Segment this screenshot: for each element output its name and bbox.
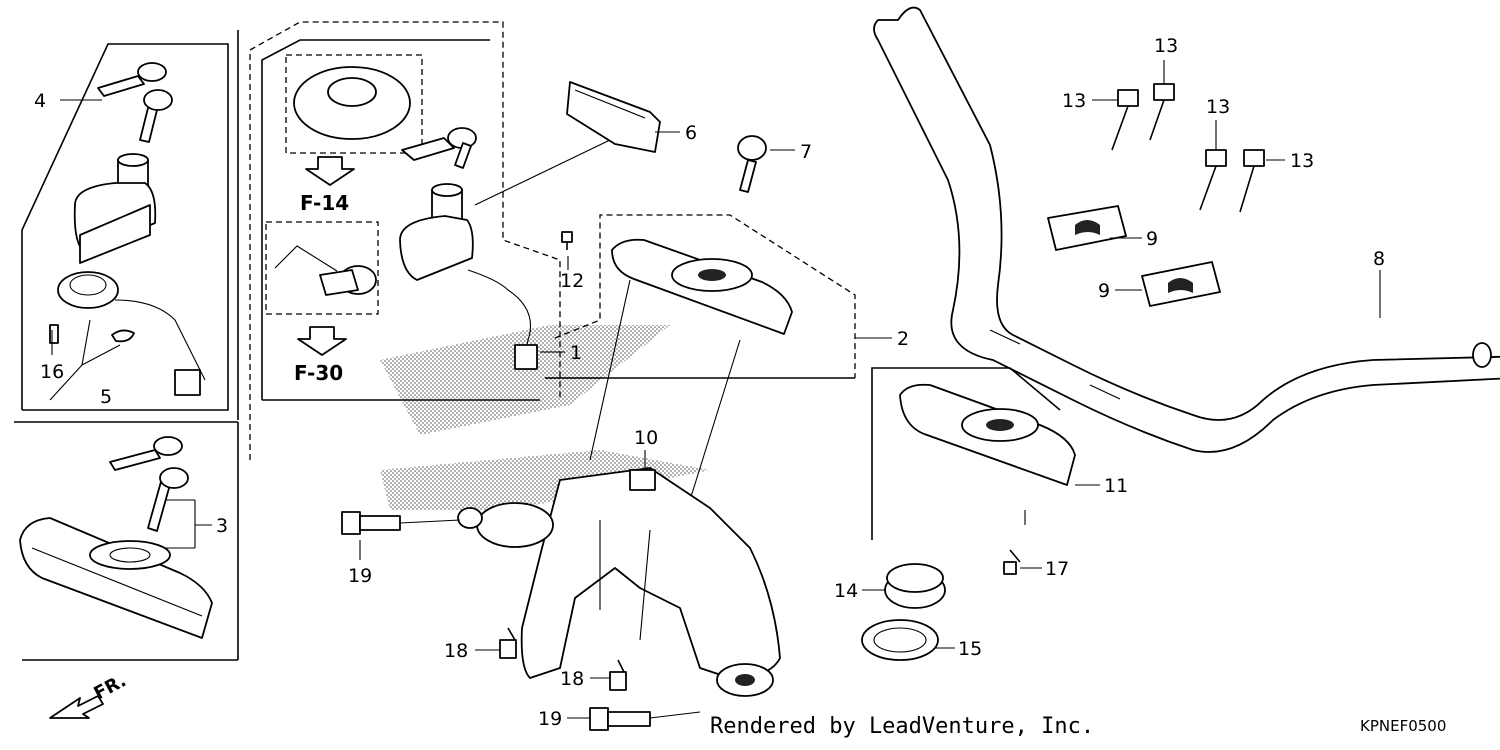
bolt-icon-19a: [341, 511, 401, 535]
arrow-down-icon-f30: [297, 326, 347, 356]
upper-bridge-frame: [545, 214, 856, 379]
callout-3: 3: [216, 515, 228, 537]
callout-18a: 18: [444, 640, 468, 662]
callout-9b: 9: [1098, 280, 1110, 302]
callout-13b: 13: [1154, 35, 1178, 57]
ignition-keys-icon: [97, 62, 173, 143]
callout-17: 17: [1045, 558, 1069, 580]
render-credit: Rendered by LeadVenture, Inc.: [710, 714, 1094, 739]
front-arrow-icon: [49, 695, 104, 719]
dotted-shading: [380, 325, 670, 435]
holder-bolt-icon-2: [1149, 83, 1175, 141]
steering-stem-icon: [457, 467, 781, 697]
callout-2: 2: [897, 328, 909, 350]
handlebar-holder-lower-icon: [1141, 261, 1221, 307]
callout-19a: 19: [348, 565, 372, 587]
key-set-icon: [109, 436, 189, 532]
callout-15: 15: [958, 638, 982, 660]
callout-1: 1: [570, 342, 582, 364]
bolt-icon-19b: [589, 707, 651, 731]
reference-f30: F-30: [294, 361, 343, 385]
holder-bolt-icon-4: [1239, 149, 1265, 213]
callout-13a: 13: [1062, 90, 1086, 112]
callout-6: 6: [685, 122, 697, 144]
screw-icon-17: [1003, 549, 1021, 575]
callout-8: 8: [1373, 248, 1385, 270]
fuel-cap-icon: [293, 66, 411, 140]
reference-f14: F-14: [300, 191, 349, 215]
callout-12: 12: [560, 270, 584, 292]
bolt-icon-18a: [499, 627, 517, 659]
top-bridge-cover-icon: [899, 383, 1076, 486]
callout-16: 16: [40, 361, 64, 383]
bridge-cover-frame: [871, 367, 1061, 540]
stem-washer-icon: [861, 619, 939, 661]
callout-10: 10: [634, 427, 658, 449]
diagram-code: KPNEF0500: [1360, 717, 1446, 735]
seat-lock-icon: [274, 245, 377, 296]
arrow-down-icon-f14: [305, 156, 355, 186]
top-bridge-kit-icon: [19, 517, 213, 639]
ignition-kit-frame: [14, 30, 239, 661]
callout-11: 11: [1104, 475, 1128, 497]
dotted-shading-lower: [380, 450, 710, 510]
stem-nut-icon: [884, 563, 946, 609]
callout-18b: 18: [560, 668, 584, 690]
handlebar-holder-upper-icon: [1047, 205, 1127, 251]
callout-13d: 13: [1290, 150, 1314, 172]
leader-lines: [49, 60, 1381, 719]
key-cover-icon: [566, 81, 661, 153]
ignition-switch-main-icon: [399, 127, 538, 370]
blank-key-icon: [737, 135, 767, 193]
switch-wire-assembly-icon: [49, 271, 206, 396]
callout-13c: 13: [1206, 96, 1230, 118]
callout-9a: 9: [1146, 228, 1158, 250]
holder-bolt-icon-1: [1111, 89, 1139, 151]
top-bridge-icon: [589, 238, 793, 501]
callout-5: 5: [100, 386, 112, 408]
bolt-icon-18b: [609, 659, 627, 691]
handlebar-icon: [873, 6, 1500, 453]
callout-7: 7: [800, 141, 812, 163]
ignition-switch-icon: [73, 153, 157, 264]
callout-14: 14: [834, 580, 858, 602]
callout-19b: 19: [538, 708, 562, 730]
callout-4: 4: [34, 90, 46, 112]
screw-icon-12: [561, 231, 573, 250]
holder-bolt-icon-3: [1199, 149, 1227, 211]
